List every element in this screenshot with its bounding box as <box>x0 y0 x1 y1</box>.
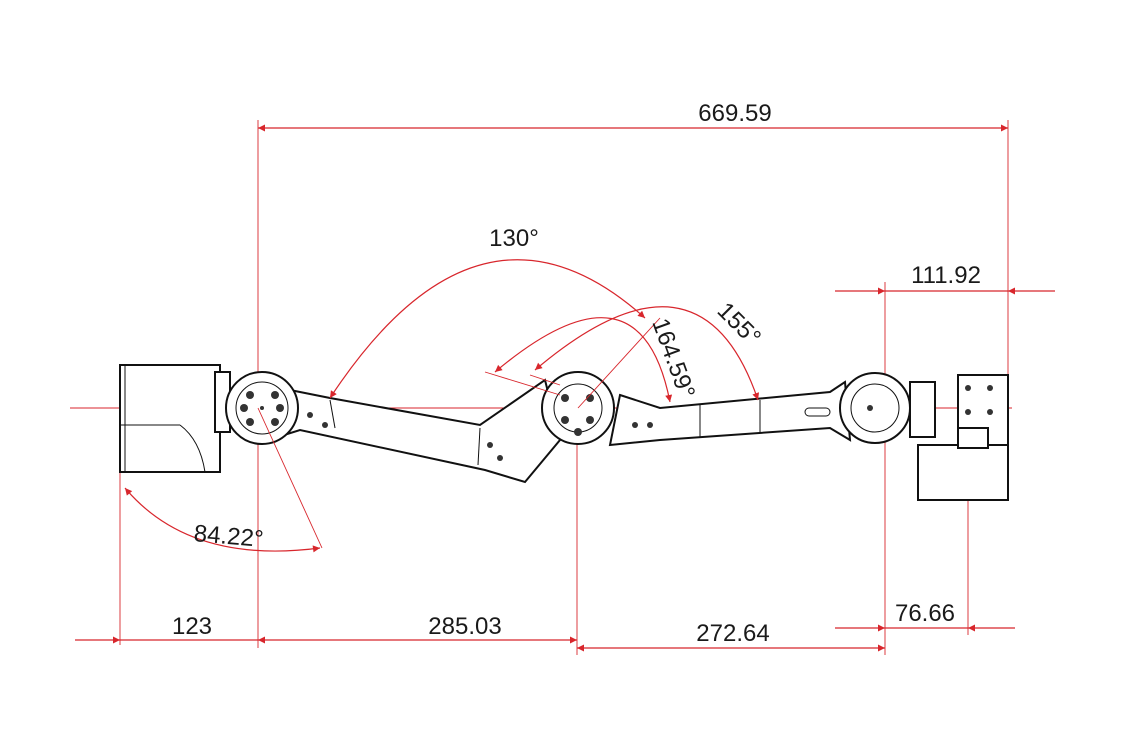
angle-arc-elbow-b <box>534 306 760 401</box>
wrist-joint <box>839 372 911 444</box>
dimension-wrist-offset: 76.66 <box>895 600 955 627</box>
dimension-forearm: 272.64 <box>696 620 769 647</box>
angle-arc-base <box>124 487 321 553</box>
upper-arm-link <box>266 378 562 484</box>
angle-shoulder-range: 130° <box>489 225 539 252</box>
end-effector <box>909 374 1009 501</box>
dimension-end-offset-top: 111.92 <box>911 262 981 289</box>
forearm-link <box>608 380 852 447</box>
dimension-overall-length: 669.59 <box>698 100 771 127</box>
dimension-base-offset: 123 <box>172 613 212 640</box>
angle-extension-c <box>577 317 661 409</box>
shoulder-joint <box>225 371 299 445</box>
angle-extension-a <box>484 371 561 396</box>
angle-elbow-range-a: 164.59° <box>646 315 700 402</box>
robot-arm <box>119 364 1009 501</box>
dimension-upper-arm: 285.03 <box>428 613 501 640</box>
angle-base: 84.22° <box>193 520 265 553</box>
angle-elbow-range-b: 155° <box>712 297 766 351</box>
base-mount <box>119 364 231 473</box>
angle-arc-shoulder <box>329 259 646 399</box>
